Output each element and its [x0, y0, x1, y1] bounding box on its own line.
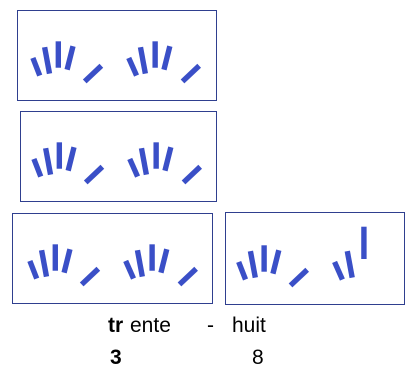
hand-icon	[30, 41, 104, 84]
digit-tens: 3	[110, 346, 122, 369]
hand-partial-icon	[332, 226, 367, 281]
hand-icon	[126, 41, 201, 84]
unit-box	[225, 212, 405, 305]
hand-icon	[236, 245, 310, 288]
digit-units: 8	[252, 346, 264, 369]
word-unit: huit	[232, 314, 266, 337]
hands-eight-icon	[236, 226, 367, 288]
ten-box-2	[20, 111, 217, 202]
hand-icon	[127, 142, 203, 185]
hand-icon	[27, 244, 101, 287]
ten-box-1	[17, 10, 217, 101]
two-hands-icon	[30, 41, 201, 84]
hand-icon	[31, 142, 105, 185]
ten-box-3	[12, 213, 213, 304]
word-rest: ente	[130, 314, 171, 337]
two-hands-icon	[27, 244, 198, 287]
hand-icon	[123, 244, 198, 287]
word-dash: -	[207, 314, 214, 337]
two-hands-icon	[31, 142, 203, 185]
word-prefix: tr	[108, 314, 124, 337]
